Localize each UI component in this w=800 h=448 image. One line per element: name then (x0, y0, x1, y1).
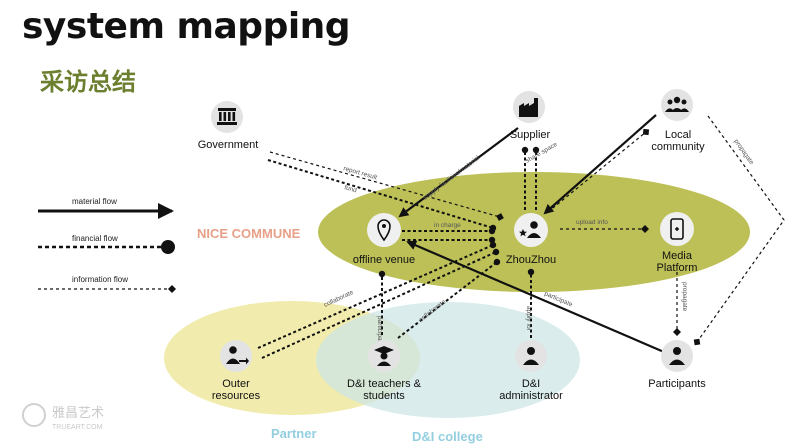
edge-label-upload-info: upload info (576, 219, 608, 226)
government-building-icon (217, 108, 237, 125)
edge-label-apply-for: apply for (525, 306, 532, 332)
node-label-media-platform-1: Media (662, 250, 693, 262)
legend-label-information: information flow (72, 275, 128, 284)
node-label-participants: Participants (648, 378, 706, 390)
edge-community-propagate (693, 115, 785, 346)
edge-label-fund: fund (343, 184, 357, 194)
person-star-icon (519, 221, 541, 238)
edge-outer-collaborate-2 (261, 248, 500, 359)
legend-label-material: material flow (72, 197, 117, 206)
watermark-logo-icon (22, 403, 46, 427)
node-label-offline-venue: offline venue (353, 254, 415, 266)
edge-label-share-space: share space (525, 141, 559, 165)
node-local-community[interactable]: Local community (651, 89, 705, 153)
edge-label-participate-2: participate (376, 316, 383, 346)
edge-outer-collaborate (257, 241, 497, 349)
edge-label-report-result: report result (342, 165, 377, 181)
node-label-local-community-2: community (651, 141, 705, 153)
node-dni-teachers[interactable]: D&I teachers & students (347, 340, 422, 402)
page-subtitle: 采访总结 (40, 68, 136, 96)
node-media-platform[interactable]: Media Platform (657, 212, 698, 274)
page-title: system mapping (22, 6, 351, 47)
node-label-local-community-1: Local (665, 129, 691, 141)
legend-label-financial: financial flow (72, 234, 118, 243)
mobile-plus-icon (670, 218, 684, 240)
edge-label-propagate-1: propagate (732, 138, 755, 166)
node-label-zhouzhou: ZhouZhou (506, 254, 556, 266)
edge-participants-to-venue (406, 240, 665, 354)
people-group-icon (665, 96, 689, 112)
node-offline-venue[interactable]: offline venue (353, 213, 415, 266)
region-dni-college (316, 302, 580, 418)
watermark: 雅昌艺术 TRUEART.COM (22, 403, 104, 431)
node-label-dni-administrator-2: administrator (499, 390, 563, 402)
node-label-media-platform-2: Platform (657, 262, 698, 274)
node-label-dni-teachers-1: D&I teachers & (347, 378, 422, 390)
location-pin-icon (377, 219, 391, 242)
node-label-dni-administrator-1: D&I (522, 378, 540, 390)
region-label-dni-college: D&I college (412, 429, 483, 444)
node-dni-administrator[interactable]: D&I administrator (499, 340, 563, 402)
legend: material flow financial flow information… (38, 197, 176, 293)
region-label-partner: Partner (271, 426, 317, 441)
watermark-line1: 雅昌艺术 (52, 405, 104, 420)
node-label-dni-teachers-2: students (363, 390, 405, 402)
factory-icon (519, 98, 538, 117)
node-supplier[interactable]: Supplier (510, 91, 551, 141)
person-arrow-icon (226, 346, 249, 365)
node-zhouzhou[interactable]: ZhouZhou (506, 213, 556, 266)
graduate-icon (374, 346, 394, 366)
person-icon (523, 347, 539, 365)
node-label-supplier: Supplier (510, 129, 551, 141)
edge-government-fund (267, 159, 497, 232)
edge-supplier-to-venue (398, 127, 519, 218)
node-government[interactable]: Government (198, 101, 259, 151)
node-outer-resources[interactable]: Outer resources (212, 340, 261, 402)
edge-label-in-charge: in charge (434, 222, 461, 229)
person-icon (669, 347, 685, 365)
edge-community-to-zhouzhou (543, 114, 657, 215)
edge-teachers-zhouzhou (397, 258, 501, 339)
edge-government-report (269, 151, 504, 221)
watermark-line2: TRUEART.COM (52, 424, 103, 431)
node-label-government: Government (198, 139, 259, 151)
region-label-nice-commune: NICE COMMUNE (197, 226, 301, 241)
node-participants[interactable]: Participants (648, 340, 706, 390)
node-label-outer-resources-2: resources (212, 390, 261, 402)
edge-label-propagate-2: propagate (681, 282, 688, 312)
edges (257, 114, 785, 359)
node-label-outer-resources-1: Outer (222, 378, 250, 390)
